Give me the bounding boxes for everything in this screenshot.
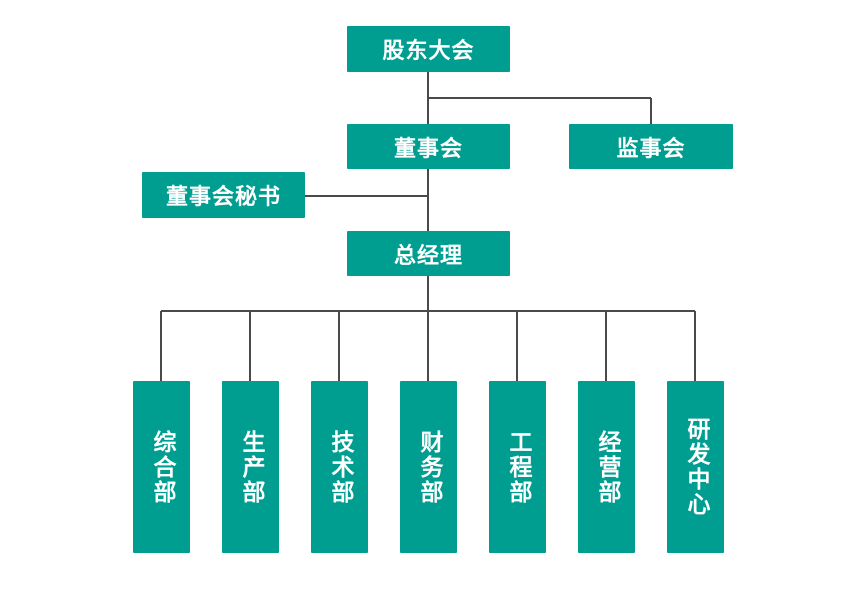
dept-label: 综合部	[149, 429, 175, 505]
node-general-manager: 总经理	[347, 231, 510, 276]
node-general-manager-label: 总经理	[393, 243, 463, 269]
node-board-secretary-label: 董事会秘书	[165, 185, 281, 210]
node-shareholders-label: 股东大会	[382, 39, 475, 64]
node-dept-technology: 技术部	[311, 381, 368, 553]
node-dept-rnd-center: 研发中心	[667, 381, 724, 553]
node-board-label: 董事会	[393, 136, 463, 162]
node-dept-operations: 经营部	[578, 381, 635, 553]
node-dept-general-affairs: 综合部	[133, 381, 190, 553]
dept-label: 研发中心	[683, 417, 709, 517]
node-board-secretary: 董事会秘书	[142, 172, 305, 218]
dept-label: 财务部	[416, 429, 442, 505]
node-dept-engineering: 工程部	[489, 381, 546, 553]
node-dept-production: 生产部	[222, 381, 279, 553]
node-shareholders: 股东大会	[347, 26, 510, 72]
dept-label: 生产部	[238, 429, 264, 505]
dept-label: 技术部	[327, 429, 353, 505]
dept-label: 经营部	[594, 429, 620, 505]
node-supervisors-label: 监事会	[616, 136, 686, 162]
node-dept-finance: 财务部	[400, 381, 457, 553]
node-board: 董事会	[347, 124, 510, 169]
dept-label: 工程部	[505, 429, 531, 505]
node-supervisors: 监事会	[569, 124, 733, 169]
